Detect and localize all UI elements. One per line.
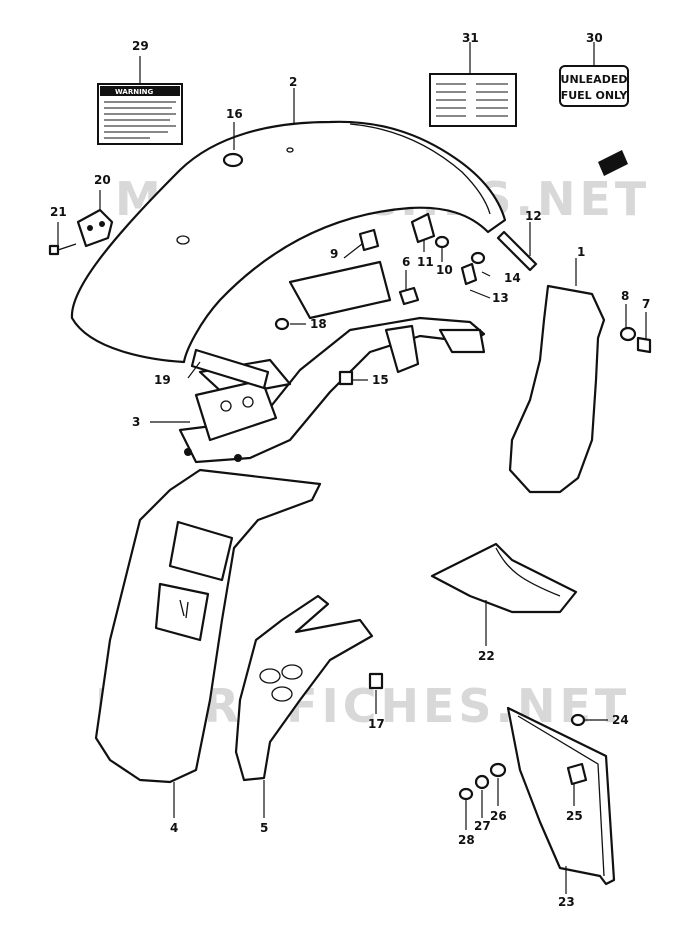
callout-29: 29 — [132, 39, 149, 53]
callout-26: 26 — [490, 809, 507, 823]
callout-18: 18 — [310, 317, 327, 331]
warning-label-part: WARNING — [97, 83, 183, 145]
callout-9: 9 — [330, 247, 338, 261]
callout-7: 7 — [642, 297, 650, 311]
bolt-9 — [358, 228, 380, 252]
nut-13 — [460, 262, 478, 286]
rear-bracket-part — [76, 208, 114, 248]
grommet-18 — [274, 317, 290, 331]
mud-guard-part — [506, 706, 616, 886]
rear-panel-part — [94, 468, 322, 784]
callout-5: 5 — [260, 821, 268, 835]
callout-10: 10 — [436, 263, 453, 277]
callout-12: 12 — [525, 209, 542, 223]
callout-11: 11 — [417, 255, 434, 269]
tool-bag-part — [430, 542, 578, 614]
callout-23: 23 — [558, 895, 575, 909]
mudflap-part — [508, 284, 606, 494]
leader-lines — [57, 42, 647, 894]
callout-2: 2 — [289, 75, 297, 89]
callout-20: 20 — [94, 173, 111, 187]
washer-27 — [474, 774, 490, 790]
callout-25: 25 — [566, 809, 583, 823]
callout-3: 3 — [132, 415, 140, 429]
bolt-15 — [338, 370, 354, 386]
small-decal-part — [598, 150, 628, 176]
callout-21: 21 — [50, 205, 67, 219]
nut-25 — [566, 762, 588, 786]
warning-label-header: WARNING — [115, 88, 154, 96]
callout-28: 28 — [458, 833, 475, 847]
fender-hole-grommet — [222, 152, 244, 168]
callout-15: 15 — [372, 373, 389, 387]
callout-6: 6 — [402, 255, 410, 269]
washer-8 — [619, 326, 637, 342]
unleaded-label-part: UNLEADED FUEL ONLY — [559, 65, 629, 107]
callout-17: 17 — [368, 717, 385, 731]
bolt-7 — [636, 336, 652, 354]
bolt-17 — [368, 672, 384, 690]
callout-31: 31 — [462, 31, 479, 45]
license-bracket-part — [234, 594, 374, 782]
callout-numbers: 1 2 3 4 5 6 7 8 9 10 11 12 13 14 15 16 1… — [50, 31, 650, 909]
callout-22: 22 — [478, 649, 495, 663]
rear-fender-part — [70, 120, 507, 364]
callout-30: 30 — [586, 31, 603, 45]
callout-24: 24 — [612, 713, 629, 727]
washer-26 — [489, 762, 507, 778]
callout-14: 14 — [504, 271, 521, 285]
info-label-part — [429, 73, 517, 127]
unleaded-text-line2: FUEL ONLY — [561, 89, 629, 102]
washer-10 — [434, 235, 450, 249]
callout-8: 8 — [621, 289, 629, 303]
callout-27: 27 — [474, 819, 491, 833]
collar-11 — [410, 212, 436, 244]
bolt-6 — [398, 286, 420, 306]
pad-strip-part — [190, 348, 270, 390]
callout-19: 19 — [154, 373, 171, 387]
callout-1: 1 — [577, 245, 585, 259]
callout-4: 4 — [170, 821, 178, 835]
callout-16: 16 — [226, 107, 243, 121]
bolt-12 — [496, 230, 538, 272]
nut-24 — [570, 713, 586, 727]
washer-28 — [458, 787, 474, 801]
unleaded-text-line1: UNLEADED — [561, 73, 628, 86]
nut-14 — [470, 251, 486, 265]
callout-13: 13 — [492, 291, 509, 305]
